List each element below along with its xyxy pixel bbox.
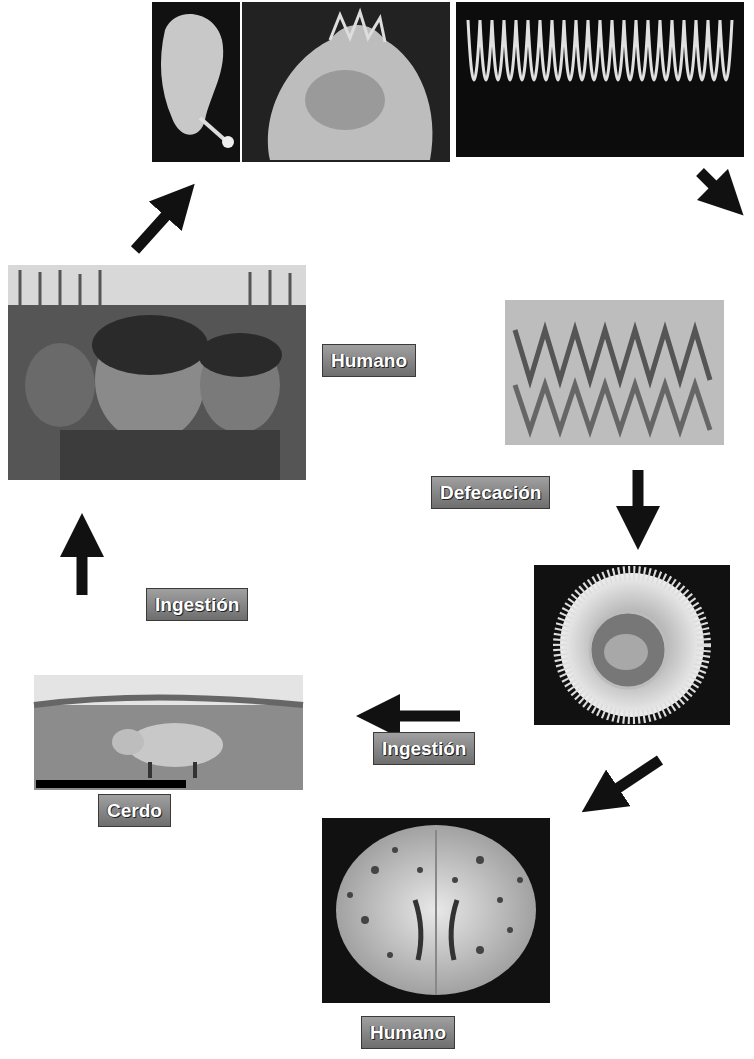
label-box: Ingestión <box>373 732 475 765</box>
arrow <box>633 470 644 528</box>
egg-photo <box>534 565 730 725</box>
stage-label: Humano <box>331 349 407 372</box>
arrow <box>378 711 460 722</box>
arrow <box>700 172 728 200</box>
brain-mri <box>322 818 550 1003</box>
label-box: Humano <box>361 1016 455 1049</box>
stage-label: Humano <box>370 1021 446 1044</box>
stage-label: Ingestión <box>155 593 239 616</box>
label-box: Cerdo <box>98 794 171 827</box>
stage-label: Defecación <box>440 481 541 504</box>
tapeworm-photo <box>456 2 744 157</box>
intestine-photo <box>505 300 724 445</box>
label-box: Humano <box>322 344 416 377</box>
children-photo <box>8 265 306 480</box>
stage-label: Cerdo <box>107 799 162 822</box>
cycle-arrows <box>82 172 728 800</box>
arrow <box>600 760 660 800</box>
arrow <box>77 535 88 595</box>
head-photo <box>242 2 450 162</box>
scolex-photo <box>152 2 240 162</box>
label-box: Defecación <box>431 476 550 509</box>
arrow <box>135 200 180 250</box>
pig-photo <box>34 675 303 790</box>
stage-label: Ingestión <box>382 737 466 760</box>
label-box: Ingestión <box>146 588 248 621</box>
